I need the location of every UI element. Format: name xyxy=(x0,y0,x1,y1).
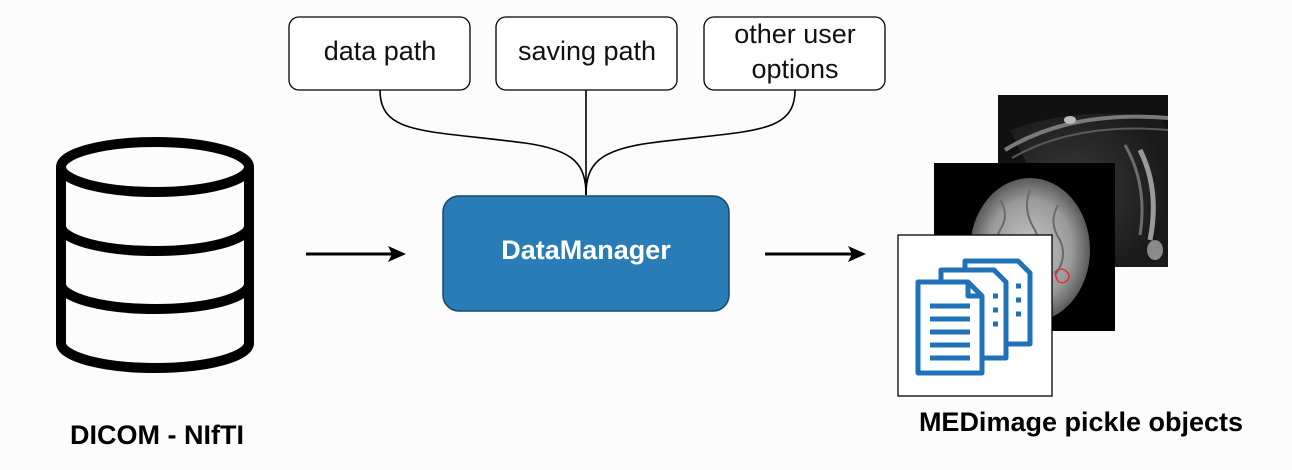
saving-path-label: saving path xyxy=(518,36,656,66)
output-label: MEDimage pickle objects xyxy=(919,407,1243,437)
output-arrow xyxy=(765,246,866,262)
documents-icon xyxy=(897,234,1053,397)
parameter-connectors xyxy=(379,89,796,196)
source-label: DICOM - NIfTI xyxy=(70,420,244,450)
other-options-label-line2: options xyxy=(751,54,838,84)
data-path-label: data path xyxy=(324,36,437,66)
database-icon xyxy=(56,137,254,373)
other-options-label-line1: other user xyxy=(734,19,856,49)
other-options-connector xyxy=(585,89,796,196)
datamanager-label: DataManager xyxy=(501,235,671,265)
data-path-connector xyxy=(379,89,587,196)
input-arrow xyxy=(306,246,406,262)
datamanager-box xyxy=(442,195,730,312)
